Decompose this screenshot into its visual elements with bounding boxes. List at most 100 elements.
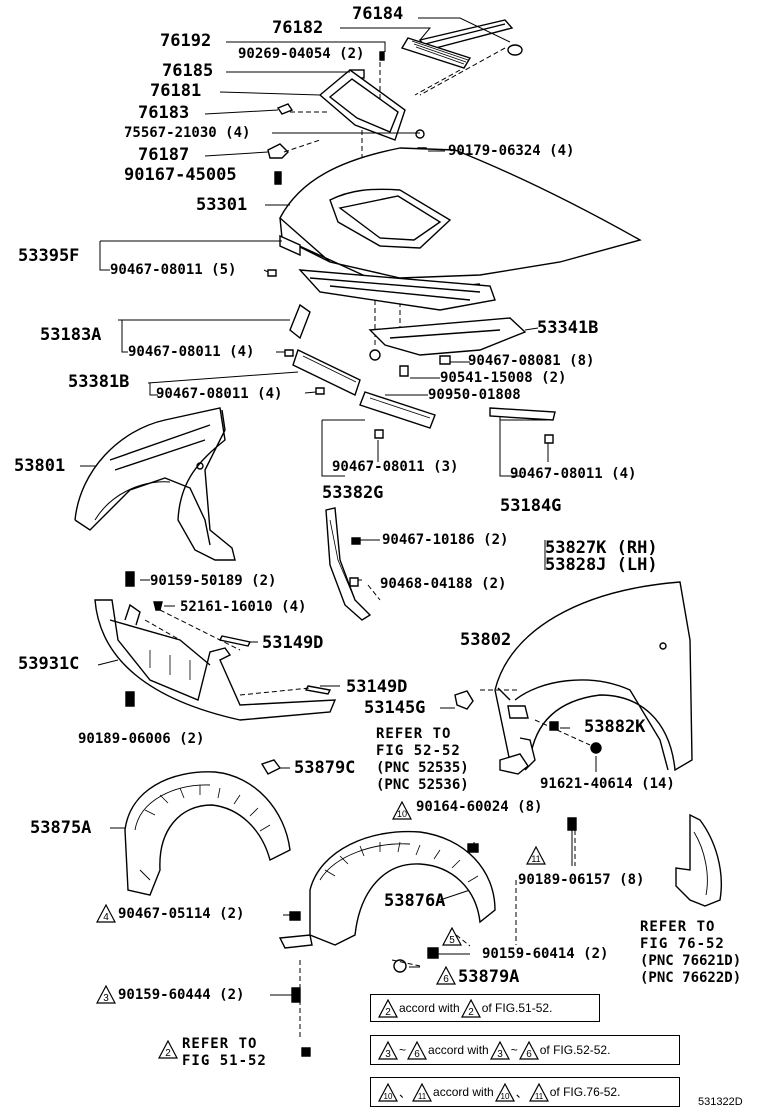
hood-panel [279, 147, 642, 311]
label-90164-60024: 90164-60024 (8) [416, 799, 543, 815]
label-90189-06006: 90189-06006 (2) [78, 731, 205, 747]
label-91621-40614: 91621-40614 (14) [540, 776, 675, 792]
label-76185: 76185 [162, 61, 214, 81]
svg-text:6: 6 [443, 974, 449, 985]
hood-scoop-parts [267, 19, 523, 185]
label-53802: 53802 [460, 630, 512, 650]
support-fasteners [125, 571, 163, 707]
label-53145g: 53145G [364, 698, 426, 718]
legend-note-fig51-52: 2 accord with 2 of FIG.51-52. [370, 994, 600, 1022]
leader-lines [80, 17, 597, 996]
label-90541-15008: 90541-15008 (2) [440, 370, 567, 386]
refer-76-52-line1: REFER TO [640, 919, 716, 935]
label-53828j: 53828J (LH) [545, 555, 658, 575]
label-90468-04188: 90468-04188 (2) [380, 576, 507, 592]
label-76182: 76182 [272, 18, 324, 38]
label-53395f: 53395F [18, 246, 80, 266]
refer-51-52-line1: REFER TO [182, 1036, 258, 1052]
refer-52-52-line2: FIG 52-52 [376, 743, 461, 759]
refer-52-52-line1: REFER TO [376, 726, 452, 742]
svg-text:4: 4 [103, 912, 109, 923]
label-76183: 76183 [138, 103, 190, 123]
label-90159-60414: 90159-60414 (2) [482, 946, 609, 962]
legend-note-fig52-52: 3 ~ 6 accord with 3 ~ 6 of FIG.52-52. [370, 1035, 680, 1065]
label-53149d-lower: 53149D [346, 677, 408, 697]
marker-2: 2 [158, 1040, 178, 1059]
label-90467-05114: 90467-05114 (2) [118, 906, 245, 922]
marker-4: 4 [96, 904, 116, 923]
label-53801: 53801 [14, 456, 66, 476]
label-76181: 76181 [150, 81, 202, 101]
label-53931c: 53931C [18, 654, 80, 674]
refer-51-52-line2: FIG 51-52 [182, 1053, 267, 1069]
bracket-53183a [289, 303, 311, 340]
refer-76-52-pnc2: (PNC 76622D) [640, 970, 742, 986]
label-76187: 76187 [138, 145, 190, 165]
label-53301: 53301 [196, 195, 248, 215]
svg-text:2: 2 [165, 1048, 171, 1059]
label-90159-60444: 90159-60444 (2) [118, 987, 245, 1003]
marker-10: 10 [392, 801, 412, 820]
svg-text:3: 3 [385, 1049, 391, 1060]
label-53184g: 53184G [500, 496, 562, 516]
label-90269-04054: 90269-04054 (2) [238, 46, 365, 62]
diagram-code: 531322D [698, 1096, 743, 1108]
label-75567-21030: 75567-21030 (4) [124, 125, 251, 141]
label-53879c: 53879C [294, 758, 356, 778]
seal-53381b [292, 349, 361, 396]
label-90179-06324: 90179-06324 (4) [448, 143, 575, 159]
refer-76-52-pnc1: (PNC 76621D) [640, 953, 742, 969]
svg-text:10: 10 [397, 809, 407, 819]
label-53827k: 53827K (RH) [545, 538, 658, 558]
svg-text:3: 3 [103, 993, 109, 1004]
left-fender [74, 407, 236, 561]
label-90467-08011-5: 90467-08011 (5) [110, 262, 237, 278]
label-53876a: 53876A [384, 891, 446, 911]
right-fender [494, 581, 693, 772]
label-90467-08011-4c: 90467-08011 (4) [510, 466, 637, 482]
marker-5: 5 [442, 927, 462, 946]
label-53149d-upper: 53149D [262, 633, 324, 653]
hood-insulator [368, 317, 527, 356]
svg-text:11: 11 [531, 854, 540, 864]
label-53183a: 53183A [40, 325, 102, 345]
label-76184: 76184 [352, 4, 404, 24]
label-53875a: 53875A [30, 818, 92, 838]
label-90467-08011-4a: 90467-08011 (4) [128, 344, 255, 360]
liner-right [278, 830, 496, 949]
clip-53145g [454, 690, 474, 710]
label-53341b: 53341B [537, 318, 599, 338]
clips [267, 269, 554, 444]
svg-text:10: 10 [500, 1092, 509, 1101]
label-53382g: 53382G [322, 483, 384, 503]
svg-text:5: 5 [449, 935, 455, 946]
label-90467-08081: 90467-08081 (8) [468, 353, 595, 369]
label-90467-10186: 90467-10186 (2) [382, 532, 509, 548]
marker-6: 6 [436, 966, 456, 985]
seal-53382g [359, 391, 436, 429]
label-53381b: 53381B [68, 372, 130, 392]
refer-76-52-line2: FIG 76-52 [640, 936, 725, 952]
label-52161-16010: 52161-16010 (4) [180, 599, 307, 615]
svg-text:2: 2 [385, 1007, 391, 1018]
liner-left [124, 771, 291, 896]
label-53882k: 53882K [584, 717, 646, 737]
refer-52-52-pnc1: (PNC 52535) [376, 760, 469, 776]
mudguard [675, 813, 722, 907]
fender-bracket [325, 507, 372, 621]
svg-text:11: 11 [535, 1092, 544, 1101]
refer-52-52-pnc2: (PNC 52536) [376, 777, 469, 793]
label-90167-45005: 90167-45005 [124, 165, 237, 185]
label-90189-06157: 90189-06157 (8) [518, 872, 645, 888]
label-53879a: 53879A [458, 967, 520, 987]
strip-53184g [489, 407, 556, 421]
label-76192: 76192 [160, 31, 212, 51]
label-90159-50189: 90159-50189 (2) [150, 573, 277, 589]
label-90467-08011-4b: 90467-08011 (4) [156, 386, 283, 402]
svg-text:11: 11 [418, 1092, 427, 1101]
svg-text:6: 6 [526, 1049, 532, 1060]
svg-text:2: 2 [468, 1007, 474, 1018]
label-90950-01808: 90950-01808 [428, 387, 521, 403]
